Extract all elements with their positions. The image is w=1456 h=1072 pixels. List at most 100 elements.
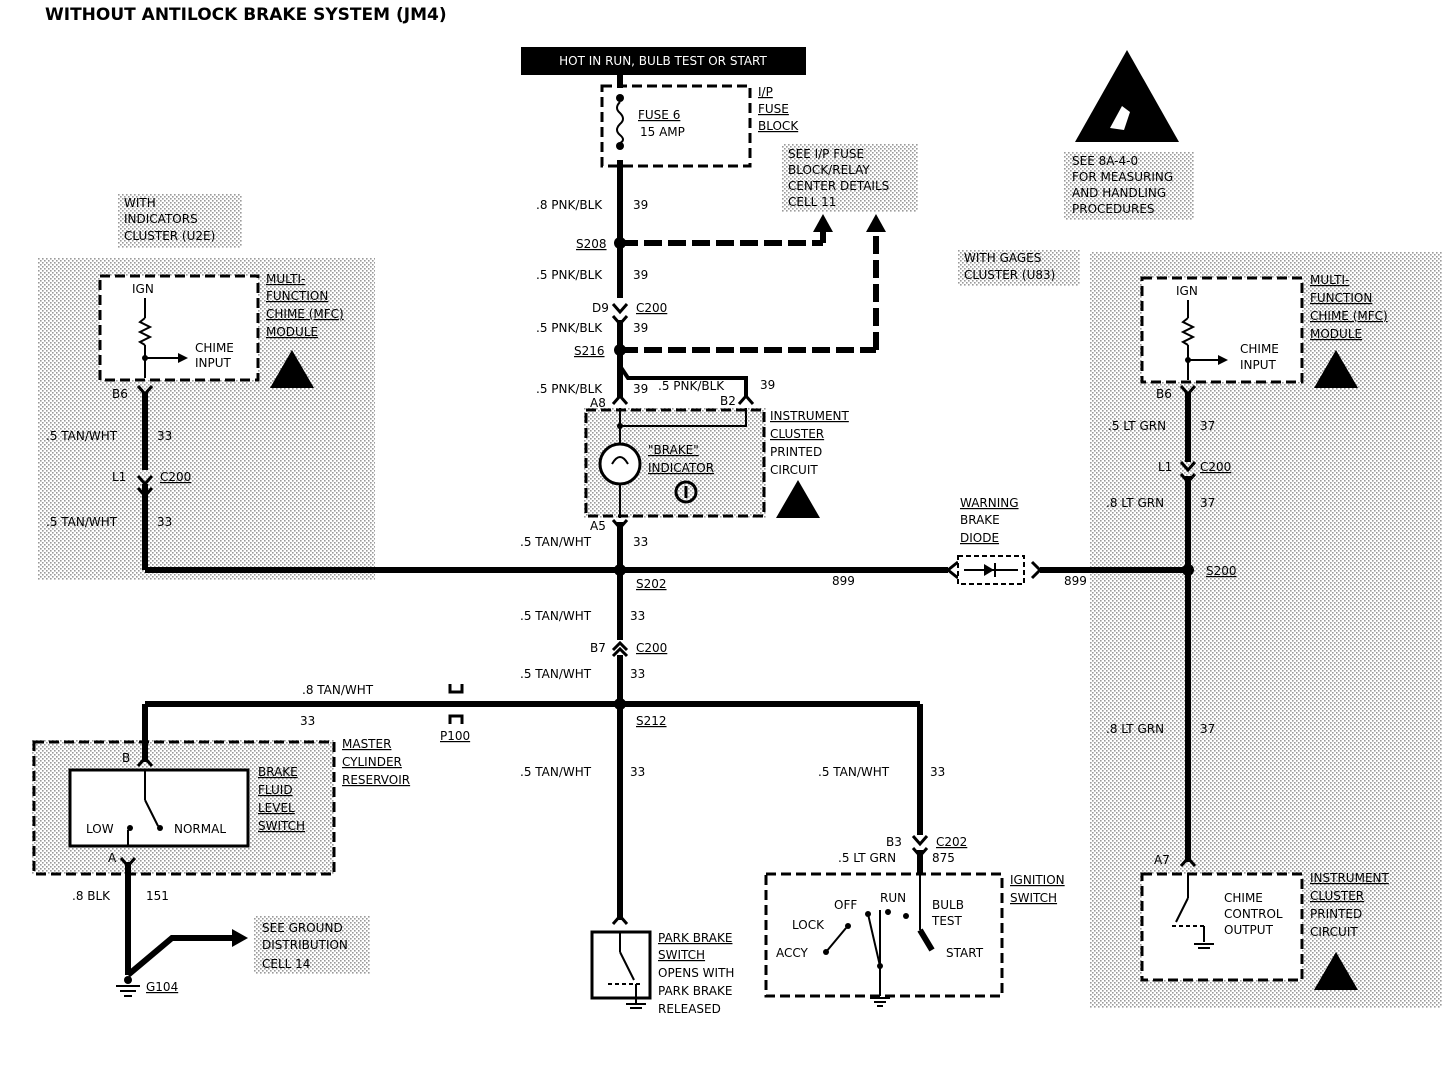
svg-text:B3: B3: [886, 835, 902, 849]
svg-text:37: 37: [1200, 496, 1215, 510]
svg-text:FUNCTION: FUNCTION: [266, 289, 328, 303]
svg-text:39: 39: [633, 198, 648, 212]
svg-text:SWITCH: SWITCH: [1010, 891, 1057, 905]
brake-fluid-switch: [68, 768, 250, 848]
ignition-switch-label: IGNITION SWITCH: [1010, 873, 1065, 905]
svg-text:33: 33: [930, 765, 945, 779]
wire-labels: .8 PNK/BLK 39 S208 .5 PNK/BLK 39 D9 C200…: [46, 198, 1237, 903]
svg-text:A7: A7: [1154, 853, 1170, 867]
svg-text:CIRCUIT: CIRCUIT: [770, 463, 818, 477]
svg-text:39: 39: [633, 382, 648, 396]
svg-text:C200: C200: [1200, 460, 1231, 474]
svg-text:.5 TAN/WHT: .5 TAN/WHT: [46, 515, 118, 529]
fluid-switch-label: BRAKE FLUID LEVEL SWITCH: [258, 765, 305, 833]
svg-text:DISTRIBUTION: DISTRIBUTION: [262, 938, 348, 952]
svg-text:33: 33: [157, 515, 172, 529]
left-mfc-module: [98, 274, 260, 382]
svg-text:PARK BRAKE: PARK BRAKE: [658, 984, 732, 998]
warning-diode-label: WARNING BRAKE DIODE: [960, 496, 1019, 545]
svg-text:MULTI-: MULTI-: [266, 272, 305, 286]
right-instrument-cluster-label: INSTRUMENT CLUSTER PRINTED CIRCUIT: [1310, 871, 1389, 939]
svg-text:DIODE: DIODE: [960, 531, 999, 545]
svg-text:BRAKE: BRAKE: [960, 513, 1000, 527]
svg-text:"BRAKE": "BRAKE": [648, 443, 699, 457]
svg-text:D9: D9: [592, 301, 609, 315]
park-brake-ground-icon: [626, 1003, 646, 1009]
svg-text:CIRCUIT: CIRCUIT: [1310, 925, 1358, 939]
svg-text:FUNCTION: FUNCTION: [1310, 291, 1372, 305]
svg-text:INSTRUMENT: INSTRUMENT: [1310, 871, 1389, 885]
svg-text:C200: C200: [160, 470, 191, 484]
right-mfc-module: [1140, 276, 1304, 384]
svg-text:37: 37: [1200, 419, 1215, 433]
svg-text:INDICATORS: INDICATORS: [124, 212, 198, 226]
svg-text:MODULE: MODULE: [266, 325, 318, 339]
svg-text:.5 TAN/WHT: .5 TAN/WHT: [520, 535, 592, 549]
svg-text:C200: C200: [636, 301, 667, 315]
right-mfc-label: MULTI- FUNCTION CHIME (MFC) MODULE: [1310, 273, 1388, 341]
svg-text:FOR MEASURING: FOR MEASURING: [1072, 170, 1173, 184]
g104-label: G104: [146, 980, 178, 994]
svg-text:AND HANDLING: AND HANDLING: [1072, 186, 1166, 200]
svg-text:LEVEL: LEVEL: [258, 801, 295, 815]
svg-text:B2: B2: [720, 394, 736, 408]
svg-text:CHIME (MFC): CHIME (MFC): [1310, 309, 1388, 323]
svg-text:S216: S216: [574, 344, 605, 358]
svg-text:.8 BLK: .8 BLK: [72, 889, 111, 903]
svg-text:C202: C202: [936, 835, 967, 849]
right-mfc-ign: IGN: [1176, 284, 1198, 298]
svg-text:CHIME (MFC): CHIME (MFC): [266, 307, 344, 321]
svg-text:C200: C200: [636, 641, 667, 655]
svg-text:INPUT: INPUT: [1240, 358, 1277, 372]
chime-control-label: CHIME CONTROL OUTPUT: [1224, 891, 1283, 937]
svg-text:CLUSTER (U2E): CLUSTER (U2E): [124, 229, 215, 243]
master-cylinder: [32, 740, 336, 876]
power-header-box: [521, 47, 806, 75]
svg-text:.5 PNK/BLK: .5 PNK/BLK: [536, 382, 603, 396]
ignition-switch: [764, 872, 1004, 998]
svg-text:S200: S200: [1206, 564, 1237, 578]
svg-text:33: 33: [630, 609, 645, 623]
left-mfc-label: MULTI- FUNCTION CHIME (MFC) MODULE: [266, 272, 344, 339]
svg-text:39: 39: [633, 321, 648, 335]
brake-bulb-icon: [598, 442, 642, 486]
chime-control-cluster: [1140, 872, 1304, 982]
svg-text:CHIME: CHIME: [195, 341, 234, 355]
fluid-low-label: LOW: [86, 822, 114, 836]
svg-text:.8 PNK/BLK: .8 PNK/BLK: [536, 198, 603, 212]
svg-text:RELEASED: RELEASED: [658, 1002, 721, 1016]
svg-text:RESERVOIR: RESERVOIR: [342, 773, 410, 787]
svg-text:.5 LT GRN: .5 LT GRN: [838, 851, 896, 865]
esd-note-bg: [1064, 152, 1194, 220]
svg-text:A5: A5: [590, 519, 606, 533]
svg-text:CELL 11: CELL 11: [788, 195, 836, 209]
left-option-note-bg: [118, 194, 242, 248]
esd-note: SEE 8A-4-0 FOR MEASURING AND HANDLING PR…: [1072, 154, 1173, 216]
fuse-rating: 15 AMP: [640, 125, 685, 139]
svg-text:PRINTED: PRINTED: [770, 445, 822, 459]
svg-text:SWITCH: SWITCH: [258, 819, 305, 833]
svg-text:.8 LT GRN: .8 LT GRN: [1106, 496, 1164, 510]
svg-text:.5 TAN/WHT: .5 TAN/WHT: [818, 765, 890, 779]
svg-text:INSTRUMENT: INSTRUMENT: [770, 409, 849, 423]
svg-text:I/P: I/P: [758, 85, 773, 99]
svg-text:S202: S202: [636, 577, 667, 591]
svg-text:.8 LT GRN: .8 LT GRN: [1106, 722, 1164, 736]
svg-text:CYLINDER: CYLINDER: [342, 755, 402, 769]
brake-warning-icon: [674, 480, 698, 504]
left-cluster-note: WITH INDICATORS CLUSTER (U2E): [124, 196, 215, 243]
svg-text:SWITCH: SWITCH: [658, 948, 705, 962]
svg-text:L1: L1: [112, 470, 126, 484]
svg-text:P100: P100: [440, 729, 470, 743]
svg-text:WARNING: WARNING: [960, 496, 1019, 510]
right-chime-input: CHIME INPUT: [1240, 342, 1279, 372]
svg-text:OUTPUT: OUTPUT: [1224, 923, 1274, 937]
svg-text:FUSE: FUSE: [758, 102, 789, 116]
svg-text:33: 33: [157, 429, 172, 443]
svg-text:CONTROL: CONTROL: [1224, 907, 1283, 921]
esd-warning-icon: [1075, 50, 1179, 142]
svg-text:37: 37: [1200, 722, 1215, 736]
right-option-note-bg: [958, 250, 1080, 286]
svg-text:151: 151: [146, 889, 169, 903]
